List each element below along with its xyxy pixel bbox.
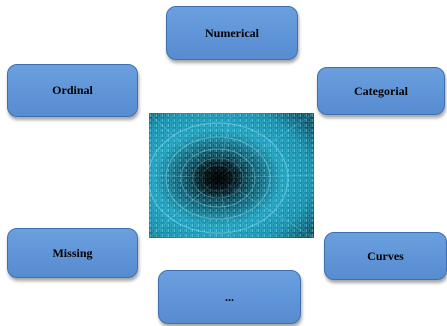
binary-tunnel-image [149,113,314,238]
ordinal-box: Ordinal [7,64,138,117]
categorial-label: Categorial [354,83,408,98]
curves-label: Curves [367,248,404,263]
missing-label: Missing [52,245,93,260]
more-box: ... [158,270,301,324]
numerical-label: Numerical [205,25,259,40]
more-label: ... [225,289,234,304]
curves-box: Curves [324,232,447,280]
ordinal-label: Ordinal [52,83,93,97]
categorial-box: Categorial [317,67,445,115]
numerical-box: Numerical [166,6,298,60]
missing-box: Missing [7,228,138,278]
